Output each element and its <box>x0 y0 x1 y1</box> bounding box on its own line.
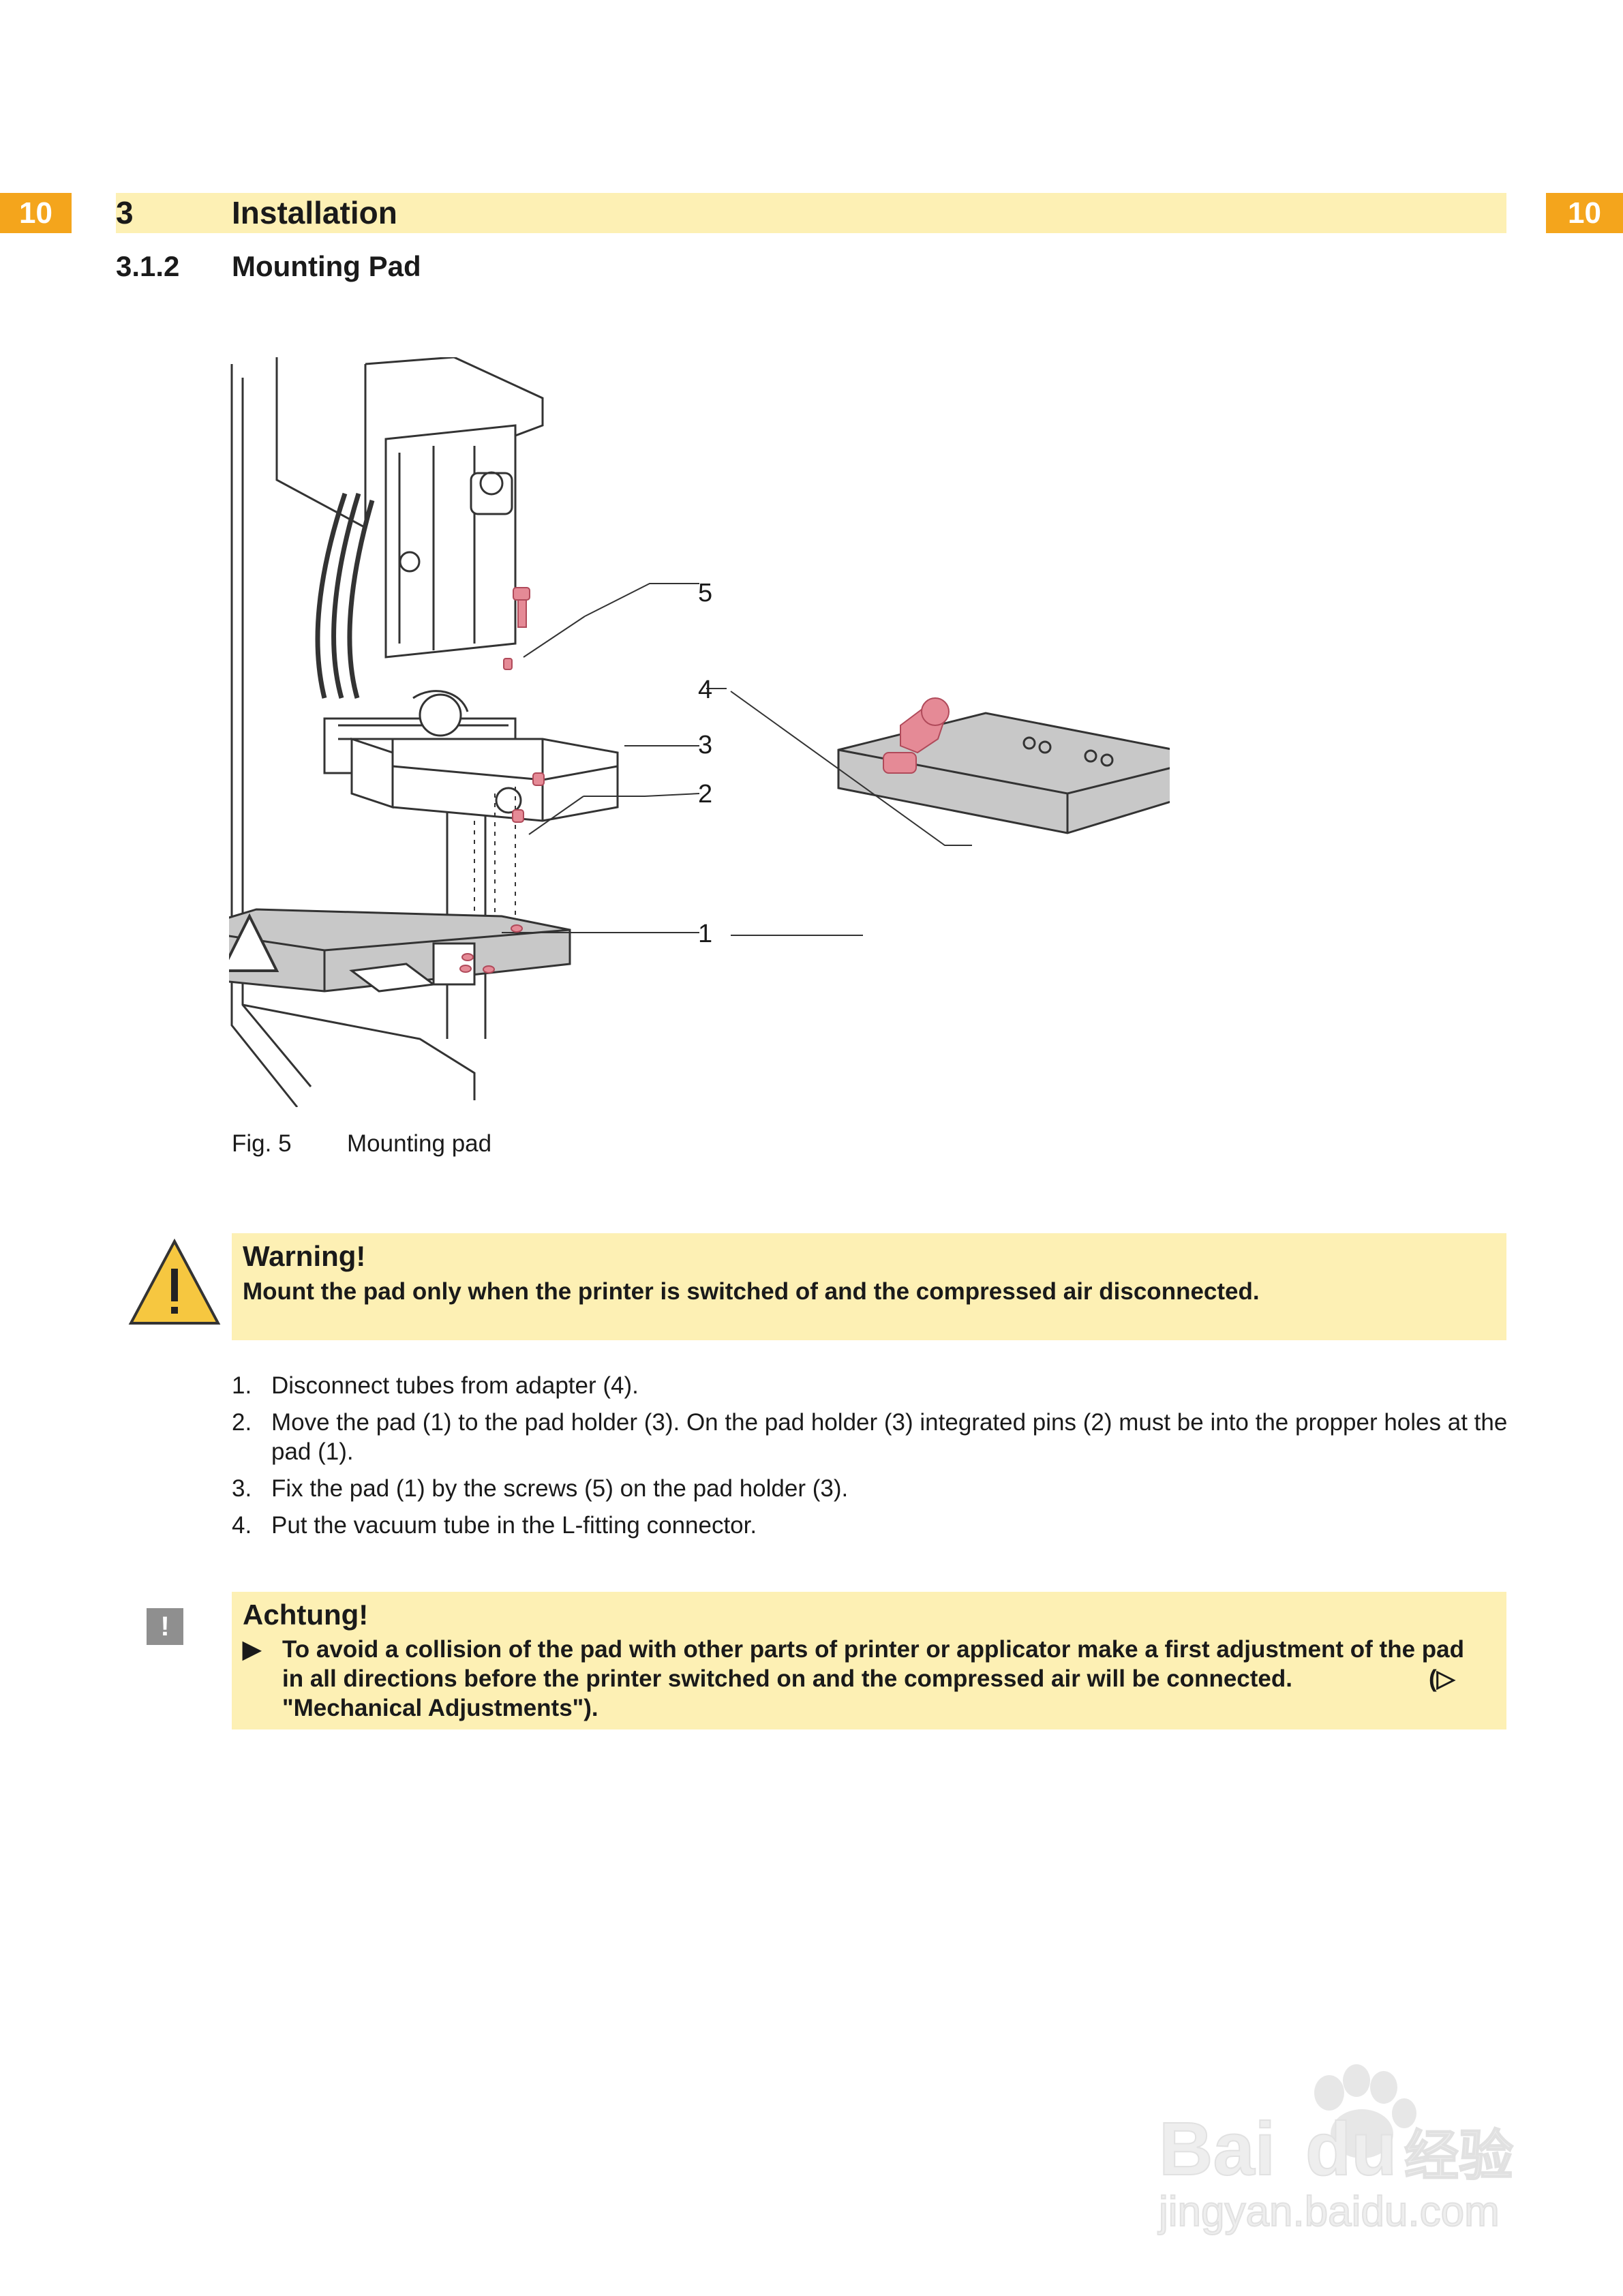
list-item: 1. Disconnect tubes from adapter (4). <box>232 1371 1513 1400</box>
installation-steps: 1. Disconnect tubes from adapter (4). 2. M… <box>232 1371 1513 1547</box>
page-number-right: 10 <box>1546 193 1623 233</box>
callout-1: 1 <box>698 920 712 948</box>
warning-triangle-icon <box>128 1238 221 1325</box>
achtung-title: Achtung! <box>243 1599 369 1631</box>
step-number: 3. <box>232 1475 252 1502</box>
step-text: Disconnect tubes from adapter (4). <box>271 1372 639 1399</box>
mounting-pad-illustration: 5 4 3 2 1 <box>229 357 1170 1107</box>
step-number: 1. <box>232 1372 252 1399</box>
list-item: 3. Fix the pad (1) by the screws (5) on t… <box>232 1474 1513 1503</box>
baidu-jingyan-watermark: Bai du 经验 jingyan.baidu.com <box>1157 2064 1514 2236</box>
achtung-line-1: To avoid a collision of the pad with oth… <box>282 1636 1465 1663</box>
achtung-line-2: in all directions before the printer swi… <box>282 1665 1292 1692</box>
bullet-arrow-icon: ▶ <box>243 1636 261 1663</box>
list-item: 4. Put the vacuum tube in the L-fitting c… <box>232 1511 1513 1540</box>
callout-4: 4 <box>698 676 712 704</box>
achtung-line-3: "Mechanical Adjustments"). <box>282 1695 598 1721</box>
callout-2: 2 <box>698 780 712 809</box>
watermark-url: jingyan.baidu.com <box>1157 2188 1500 2235</box>
cross-reference-arrow: (▷ <box>1429 1665 1455 1692</box>
subsection-title: Mounting Pad <box>232 250 421 282</box>
section-header: 3 Installation <box>116 193 1506 233</box>
page-number-left: 10 <box>0 193 72 233</box>
warning-title: Warning! <box>243 1240 366 1272</box>
achtung-box: Achtung! ▶ To avoid a collision of the p… <box>232 1592 1506 1729</box>
figure-caption-number: Fig. 5 <box>232 1130 292 1157</box>
warning-text: Mount the pad only when the printer is s… <box>243 1278 1260 1305</box>
subsection-number: 3.1.2 <box>116 250 180 282</box>
step-text: Put the vacuum tube in the L-fitting con… <box>271 1512 757 1539</box>
figure-caption-text: Mounting pad <box>347 1130 492 1157</box>
step-text: Move the pad (1) to the pad holder (3). … <box>271 1409 1508 1465</box>
step-number: 2. <box>232 1409 252 1436</box>
watermark-cn: 经验 <box>1404 2126 1513 2186</box>
callout-5: 5 <box>698 579 712 607</box>
list-item: 2. Move the pad (1) to the pad holder (3)… <box>232 1408 1513 1466</box>
watermark-brand-du: du <box>1305 2107 1397 2191</box>
callout-3: 3 <box>698 731 712 759</box>
section-number: 3 <box>116 195 134 230</box>
watermark-brand: Bai <box>1159 2107 1275 2191</box>
step-number: 4. <box>232 1512 252 1539</box>
warning-box: Warning! Mount the pad only when the pri… <box>232 1233 1506 1340</box>
step-text: Fix the pad (1) by the screws (5) on the… <box>271 1475 849 1502</box>
section-title: Installation <box>232 195 397 230</box>
attention-icon: ! <box>147 1608 183 1645</box>
